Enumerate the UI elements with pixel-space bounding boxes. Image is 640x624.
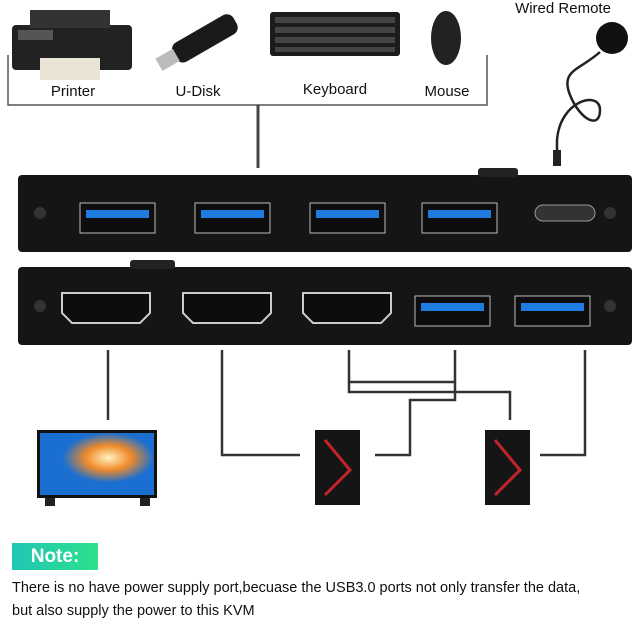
peripheral-bracket <box>7 55 488 106</box>
hdmi-port <box>61 292 151 324</box>
udisk-label: U-Disk <box>175 83 221 100</box>
note-badge: Note: <box>12 543 98 570</box>
mouse-icon <box>431 11 461 65</box>
computer-2-icon <box>485 430 530 505</box>
usb-port-tongue <box>521 303 584 311</box>
usb-port-tongue <box>316 210 379 218</box>
cables <box>106 350 587 457</box>
hdmi-port <box>182 292 272 324</box>
monitor-icon <box>37 430 157 506</box>
printer-label: Printer <box>50 83 96 100</box>
usb-port-tongue <box>86 210 149 218</box>
usb-port-tongue <box>421 303 484 311</box>
computer-1-icon <box>315 430 360 505</box>
printer-icon <box>12 10 132 80</box>
mouse-label: Mouse <box>424 83 470 100</box>
udisk-icon <box>155 14 238 71</box>
usb-c-port <box>534 204 596 222</box>
note-line-1: There is no have power supply port,becua… <box>12 580 581 596</box>
usb-port-tongue <box>201 210 264 218</box>
wired-remote-label: Wired Remote <box>515 0 611 17</box>
keyboard-label: Keyboard <box>302 81 368 98</box>
keyboard-icon <box>270 12 400 56</box>
wired-remote-icon <box>553 22 628 166</box>
note-line-2: but also supply the power to this KVM <box>12 603 255 619</box>
hdmi-port <box>302 292 392 324</box>
usb-port-tongue <box>428 210 491 218</box>
